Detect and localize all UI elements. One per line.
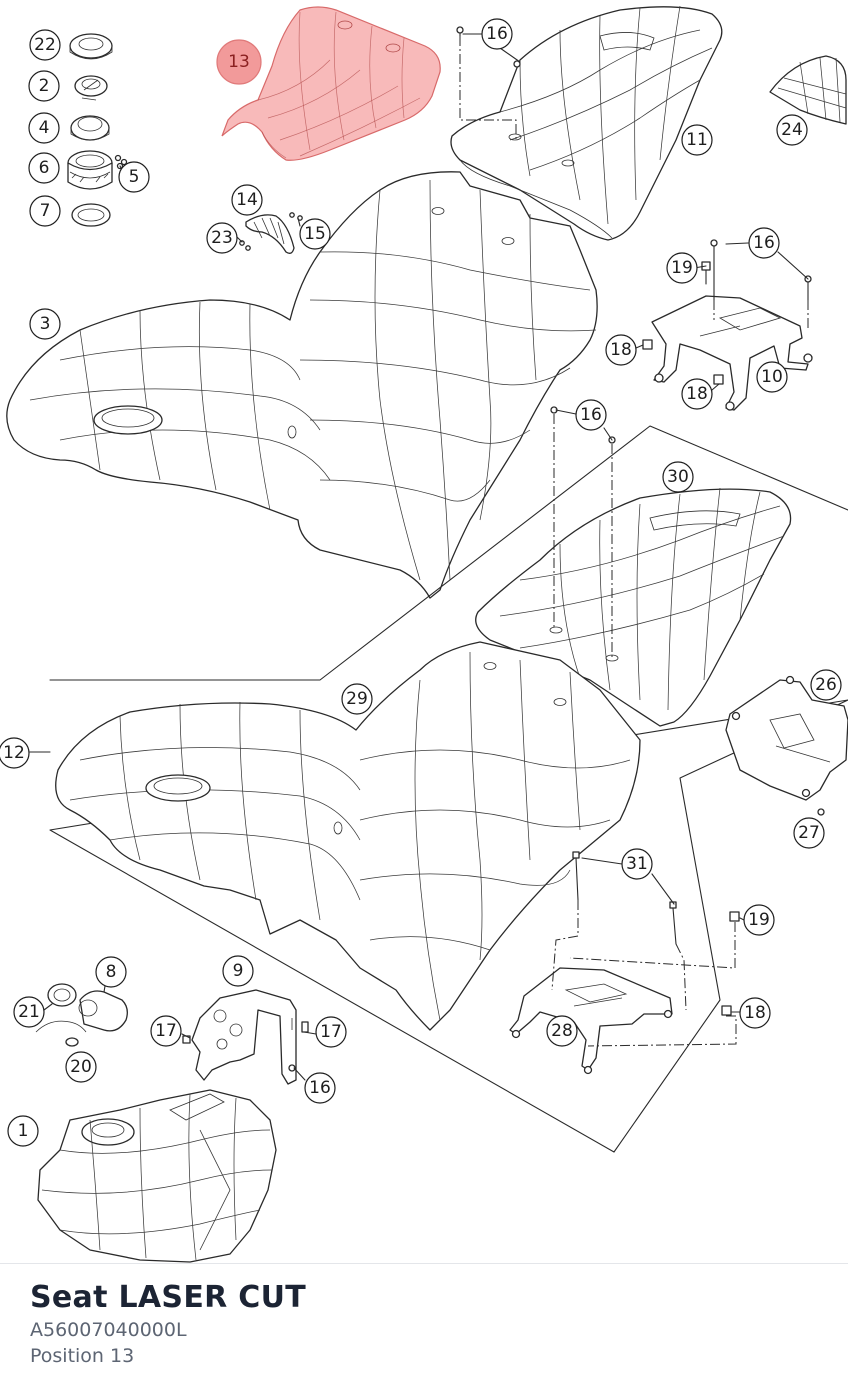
callout-30[interactable]: 30	[662, 461, 694, 493]
svg-text:17: 17	[320, 1022, 342, 1042]
svg-text:7: 7	[40, 201, 51, 221]
callouts: 22 2 4 6 5 7 13 16 11 24 14 23 15 3 16 1…	[0, 18, 842, 1147]
callout-12[interactable]: 12	[0, 737, 30, 769]
callout-15[interactable]: 15	[299, 218, 331, 250]
callout-24[interactable]: 24	[776, 114, 808, 146]
callout-9[interactable]: 9	[222, 955, 254, 987]
part-29-main-seat	[55, 641, 641, 1031]
callout-13-selected[interactable]: 13	[216, 39, 262, 85]
callout-28[interactable]: 28	[546, 1015, 578, 1047]
svg-text:16: 16	[486, 24, 508, 44]
svg-text:16: 16	[580, 405, 602, 425]
callout-5[interactable]: 5	[118, 161, 150, 193]
callout-1[interactable]: 1	[7, 1115, 39, 1147]
bracket-28-hardware	[551, 851, 740, 1047]
callout-21[interactable]: 21	[13, 996, 45, 1028]
svg-text:8: 8	[106, 962, 117, 982]
callout-18-right[interactable]: 18	[681, 378, 713, 410]
callout-6[interactable]: 6	[28, 152, 60, 184]
callout-16-top[interactable]: 16	[481, 18, 513, 50]
svg-text:2: 2	[39, 76, 50, 96]
callout-18-lower[interactable]: 18	[739, 997, 771, 1029]
callout-27[interactable]: 27	[793, 817, 825, 849]
callout-11[interactable]: 11	[681, 124, 713, 156]
svg-text:31: 31	[626, 854, 648, 874]
callout-3[interactable]: 3	[29, 308, 61, 340]
callout-19-top[interactable]: 19	[666, 252, 698, 284]
svg-text:18: 18	[686, 384, 708, 404]
callout-8[interactable]: 8	[95, 956, 127, 988]
leader-lines	[29, 33, 809, 1081]
svg-text:19: 19	[748, 910, 770, 930]
svg-text:18: 18	[744, 1003, 766, 1023]
part-1-fuel-tank	[37, 1089, 277, 1263]
callout-23[interactable]: 23	[206, 222, 238, 254]
part-28-bracket	[509, 967, 673, 1075]
part-24-rear-cover	[769, 55, 847, 125]
part-info-panel: Seat LASER CUT A56007040000L Position 13	[0, 1263, 848, 1391]
part-9-bracket	[182, 989, 309, 1085]
svg-text:11: 11	[686, 130, 708, 150]
callout-2[interactable]: 2	[28, 70, 60, 102]
part-title: Seat LASER CUT	[30, 1280, 307, 1315]
svg-text:4: 4	[39, 118, 50, 138]
part-8-caps	[35, 983, 128, 1047]
callout-16-mid[interactable]: 16	[575, 399, 607, 431]
svg-text:26: 26	[815, 675, 837, 695]
part-10-bracket	[651, 295, 813, 411]
svg-text:23: 23	[211, 228, 233, 248]
part-number: A56007040000L	[30, 1319, 187, 1341]
svg-text:1: 1	[18, 1121, 29, 1141]
callout-26[interactable]: 26	[810, 669, 842, 701]
parts-filler-cap-set	[67, 33, 128, 227]
part-3-main-seat	[6, 171, 598, 599]
svg-text:17: 17	[155, 1021, 177, 1041]
svg-text:22: 22	[34, 35, 56, 55]
assembly-lines-top	[456, 26, 521, 140]
svg-text:30: 30	[667, 467, 689, 487]
svg-text:19: 19	[671, 258, 693, 278]
svg-text:5: 5	[129, 167, 140, 187]
svg-text:13: 13	[228, 52, 250, 72]
callout-7[interactable]: 7	[29, 195, 61, 227]
svg-text:24: 24	[781, 120, 803, 140]
svg-text:10: 10	[761, 367, 783, 387]
callout-29[interactable]: 29	[341, 683, 373, 715]
svg-text:12: 12	[3, 743, 25, 763]
svg-text:21: 21	[18, 1002, 40, 1022]
svg-text:9: 9	[233, 961, 244, 981]
part-26-side-bracket	[725, 675, 848, 816]
assembly-lines-30	[550, 406, 616, 660]
part-position: Position 13	[30, 1345, 135, 1367]
callout-16-lower[interactable]: 16	[304, 1072, 336, 1104]
svg-text:3: 3	[40, 314, 51, 334]
callout-31[interactable]: 31	[621, 848, 653, 880]
callout-19-lower[interactable]: 19	[743, 904, 775, 936]
exploded-parts-diagram: 22 2 4 6 5 7 13 16 11 24 14 23 15 3 16 1…	[0, 5, 848, 1263]
part-13-seat-highlighted[interactable]	[221, 6, 441, 161]
svg-text:29: 29	[346, 689, 368, 709]
callout-14[interactable]: 14	[231, 184, 263, 216]
callout-17-left[interactable]: 17	[150, 1015, 182, 1047]
svg-text:15: 15	[304, 224, 326, 244]
svg-text:16: 16	[309, 1078, 331, 1098]
svg-text:16: 16	[753, 233, 775, 253]
callout-4[interactable]: 4	[28, 112, 60, 144]
callout-10[interactable]: 10	[756, 361, 788, 393]
callout-22[interactable]: 22	[29, 29, 61, 61]
callout-16-bracket[interactable]: 16	[748, 227, 780, 259]
callout-20[interactable]: 20	[65, 1051, 97, 1083]
callout-18-left[interactable]: 18	[605, 334, 637, 366]
callout-17-right[interactable]: 17	[315, 1016, 347, 1048]
svg-text:27: 27	[798, 823, 820, 843]
svg-text:14: 14	[236, 190, 258, 210]
svg-text:18: 18	[610, 340, 632, 360]
svg-text:20: 20	[70, 1057, 92, 1077]
svg-text:28: 28	[551, 1021, 573, 1041]
part-14-pad	[239, 212, 303, 254]
svg-text:6: 6	[39, 158, 50, 178]
